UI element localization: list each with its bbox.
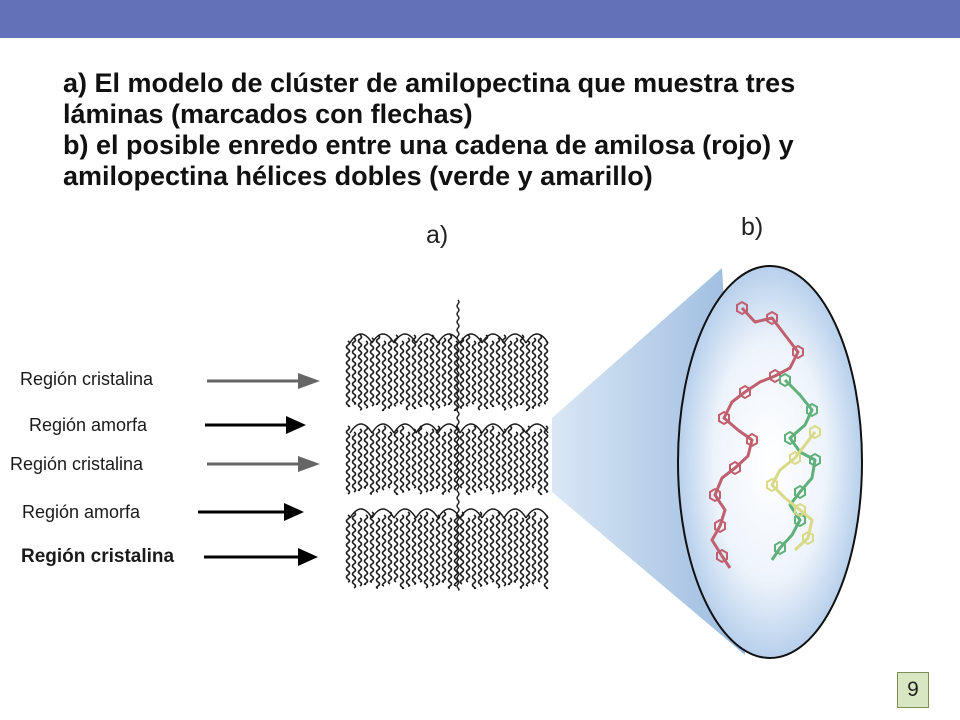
region-label-crystalline-3: Región cristalina — [21, 546, 175, 567]
title-line-4: amilopectina hélices dobles (verde y ama… — [63, 161, 653, 191]
region-label-crystalline-2: Región cristalina — [10, 454, 144, 474]
arrow-4 — [198, 503, 304, 521]
arrow-5 — [204, 548, 318, 566]
arrow-1 — [207, 373, 320, 389]
header-bar — [0, 0, 960, 38]
molecular-chains — [709, 300, 821, 569]
amylopectin-cluster — [345, 299, 549, 591]
title-line-2: láminas (marcados con flechas) — [63, 99, 473, 129]
region-label-amorphous-1: Región amorfa — [29, 415, 148, 435]
arrow-2 — [205, 416, 306, 434]
zoom-lens — [677, 265, 863, 659]
page-number: 9 — [897, 672, 929, 708]
slide-title: a) El modelo de clúster de amilopectina … — [63, 68, 943, 192]
title-line-1: a) El modelo de clúster de amilopectina … — [63, 68, 796, 98]
region-label-crystalline-1: Región cristalina — [20, 369, 154, 389]
figure-label-a: a) — [426, 221, 449, 249]
region-label-amorphous-2: Región amorfa — [22, 502, 141, 522]
figure-label-b: b) — [741, 213, 764, 241]
title-line-3: b) el posible enredo entre una cadena de… — [63, 130, 794, 160]
arrow-3 — [207, 456, 320, 472]
